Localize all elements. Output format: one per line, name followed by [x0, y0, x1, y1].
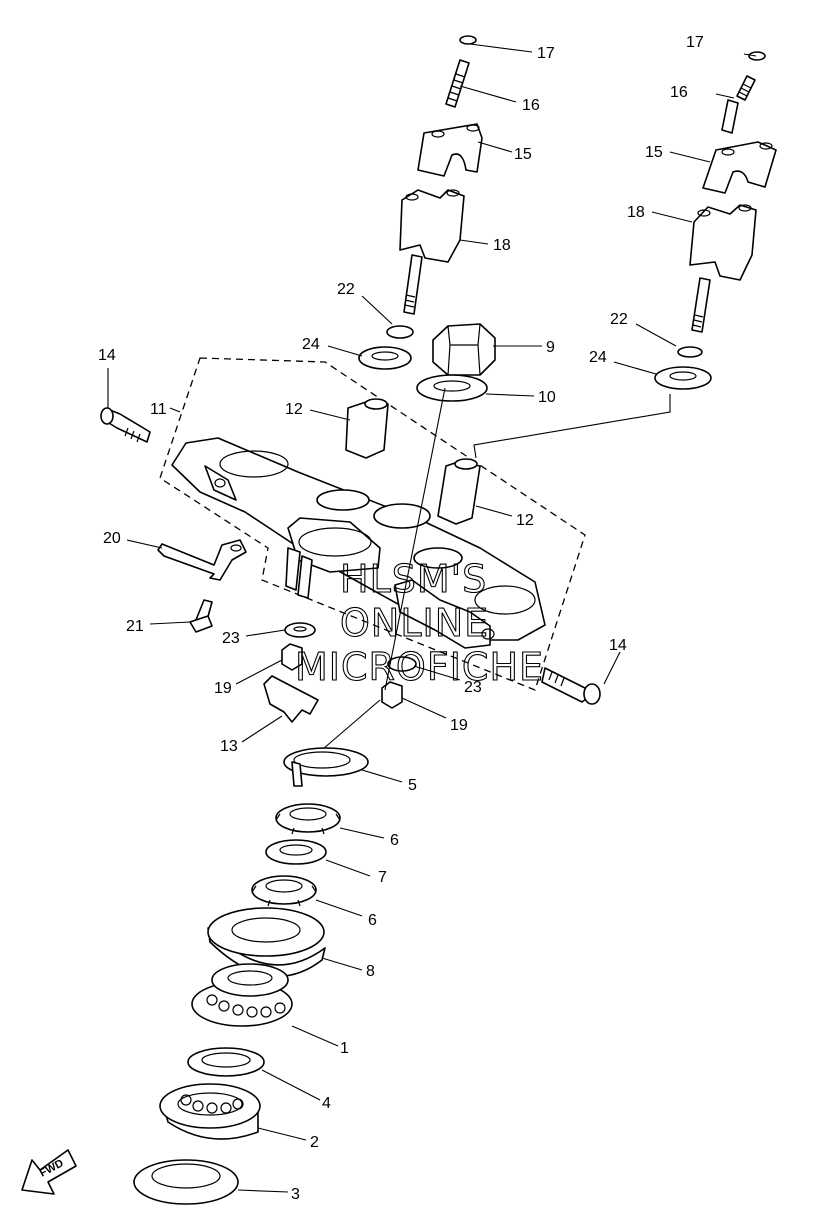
callout-10: 10 — [538, 389, 556, 406]
cable-guide — [157, 539, 247, 633]
ring-nut-lower — [251, 875, 317, 907]
assembly-outline — [159, 357, 586, 691]
callout-23: 23 — [222, 630, 240, 647]
callout-13: 13 — [220, 738, 238, 755]
callout-18: 18 — [493, 237, 511, 254]
damper-lower — [437, 458, 481, 525]
callout-20: 20 — [103, 530, 121, 547]
washers-and-nuts — [263, 622, 417, 723]
bolt-right — [541, 667, 601, 705]
washer-4 — [187, 1047, 265, 1077]
callout-12-lower: 12 — [516, 512, 534, 529]
callout-16-right: 16 — [670, 84, 688, 101]
watermark-line-1: HLSM'S — [340, 557, 487, 601]
callout-24-right: 24 — [589, 349, 607, 366]
callout-3: 3 — [291, 1186, 300, 1203]
bearing-lower — [159, 1083, 261, 1140]
upper-bracket — [171, 437, 546, 649]
watermark-line-3: MICROFICHE — [295, 645, 544, 689]
callout-6-lower: 6 — [368, 912, 377, 929]
callout-12: 12 — [285, 401, 303, 418]
bearing-upper — [191, 963, 293, 1027]
callout-11: 11 — [150, 401, 167, 418]
callout-16: 16 — [522, 97, 540, 114]
callout-15-right: 15 — [645, 144, 663, 161]
callout-14-right: 14 — [609, 637, 627, 654]
callout-labels: 17 16 15 18 17 16 15 18 22 24 9 10 22 24… — [98, 34, 704, 1203]
fwd-arrow-icon: FWD — [21, 1149, 77, 1195]
handlebar-holder-left — [358, 35, 483, 370]
callout-2: 2 — [310, 1134, 319, 1151]
callout-8: 8 — [366, 963, 375, 980]
bolt-left — [100, 407, 151, 443]
callout-1: 1 — [340, 1040, 349, 1057]
callout-19-right: 19 — [450, 717, 468, 734]
dust-seal — [207, 907, 326, 978]
callout-22: 22 — [337, 281, 355, 298]
callout-23-right: 23 — [464, 679, 482, 696]
callout-4: 4 — [322, 1095, 331, 1112]
ring-nut-upper — [275, 803, 341, 835]
callout-14: 14 — [98, 347, 116, 364]
callout-17-right: 17 — [686, 34, 704, 51]
callout-19: 19 — [214, 680, 232, 697]
callout-17: 17 — [537, 45, 555, 62]
callout-7: 7 — [378, 869, 387, 886]
race — [133, 1159, 239, 1205]
steering-shaft-line — [315, 387, 446, 756]
callout-9: 9 — [546, 339, 555, 356]
damper-upper — [345, 398, 389, 459]
callout-5: 5 — [408, 777, 417, 794]
callout-24: 24 — [302, 336, 320, 353]
callout-15: 15 — [514, 146, 532, 163]
ring-washer — [265, 839, 327, 865]
steering-stem-nut — [416, 323, 496, 402]
leader-lines — [107, 43, 757, 1193]
lock-washer — [283, 747, 369, 787]
watermark: HLSM'S ONLINE MICROFICHE — [294, 556, 544, 689]
callout-6: 6 — [390, 832, 399, 849]
callout-18-right: 18 — [627, 204, 645, 221]
handlebar-holder-right — [654, 51, 777, 390]
callout-21: 21 — [126, 618, 144, 635]
callout-22-right: 22 — [610, 311, 628, 328]
watermark-line-2: ONLINE — [340, 601, 489, 645]
